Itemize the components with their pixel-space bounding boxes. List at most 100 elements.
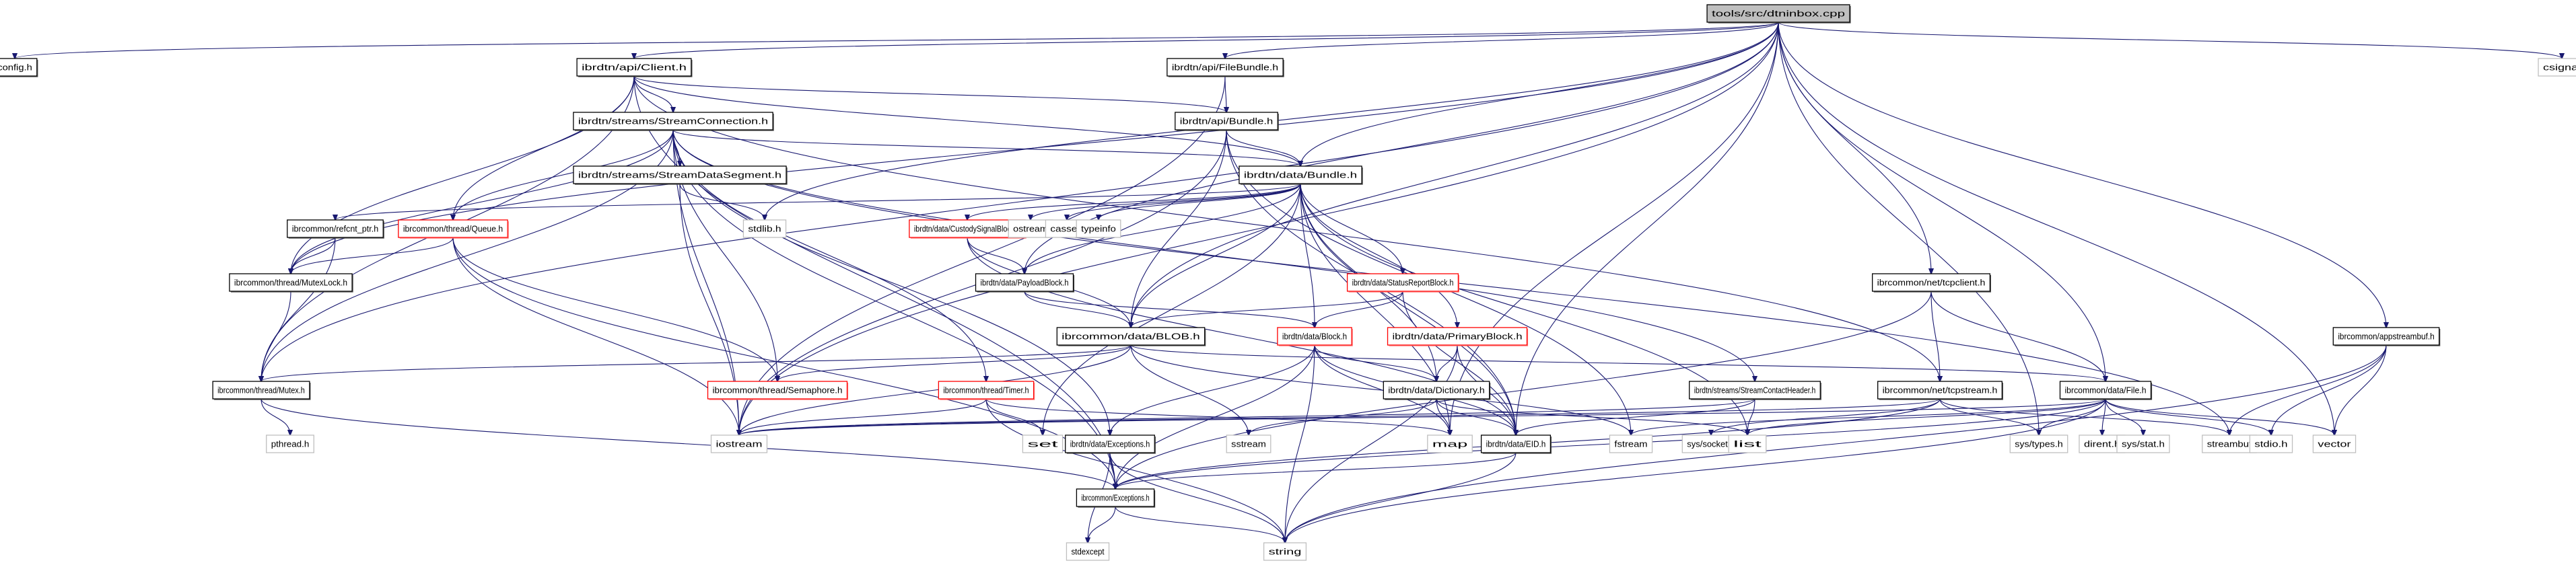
edge-custody-to-eid xyxy=(967,237,1516,435)
node-streamdata[interactable]: ibrdtn/streams/StreamDataSegment.h xyxy=(573,165,788,185)
node-shadow-statusreport xyxy=(1348,275,1459,293)
edge-tcpstream-to-systypes xyxy=(1939,398,2039,435)
node-label-dtnexc: ibrdtn/data/Exceptions.h xyxy=(1070,439,1150,449)
node-label-stdlib: stdlib.h xyxy=(748,224,781,234)
node-box-client xyxy=(576,58,692,77)
edge-client-to-commonexc xyxy=(633,75,1115,489)
node-tcpstream[interactable]: ibrcommon/net/tcpstream.h xyxy=(1877,381,2003,400)
node-box-stdexcept xyxy=(1066,542,1110,561)
node-shadow-dictionary xyxy=(1385,383,1491,400)
node-appstreambuf[interactable]: ibrcommon/appstreambuf.h xyxy=(2332,327,2441,346)
edge-root-to-systypes xyxy=(1778,22,2039,435)
node-label-apibundle: ibrdtn/api/Bundle.h xyxy=(1180,116,1273,126)
node-filebundle[interactable]: ibrdtn/api/FileBundle.h xyxy=(1167,58,1284,77)
node-timer[interactable]: ibrcommon/thread/Timer.h xyxy=(938,381,1035,400)
edge-blob-to-semaphore xyxy=(777,344,1132,381)
node-shadow-primary xyxy=(1389,329,1529,346)
node-blob[interactable]: ibrcommon/data/BLOB.h xyxy=(1056,327,1206,346)
node-contacthdr[interactable]: ibrdtn/streams/StreamContactHeader.h xyxy=(1689,381,1821,400)
node-dtnexc[interactable]: ibrdtn/data/Exceptions.h xyxy=(1065,434,1156,454)
edge-databundle-to-custody xyxy=(967,183,1301,220)
node-box-block xyxy=(1277,327,1352,346)
edge-queue-to-mutexlock xyxy=(291,237,454,274)
node-root[interactable]: tools/src/dtninbox.cpp xyxy=(1706,4,1851,24)
node-shadow-databundle xyxy=(1240,167,1363,185)
node-vector: vector xyxy=(2312,434,2357,453)
node-config[interactable]: config.h xyxy=(0,58,38,77)
node-databundle[interactable]: ibrdtn/data/Bundle.h xyxy=(1239,165,1363,185)
node-client[interactable]: ibrdtn/api/Client.h xyxy=(576,58,693,77)
node-mutex[interactable]: ibrcommon/thread/Mutex.h xyxy=(212,381,311,400)
node-box-streamconn xyxy=(573,112,773,130)
node-box-contacthdr xyxy=(1689,381,1821,400)
edge-databundle-to-ostream xyxy=(1031,183,1301,220)
node-label-root: tools/src/dtninbox.cpp xyxy=(1712,9,1845,19)
node-label-queue: ibrcommon/thread/Queue.h xyxy=(403,224,503,234)
node-label-mutexlock: ibrcommon/thread/MutexLock.h xyxy=(234,278,347,288)
edge-root-to-filebundle xyxy=(1225,22,1779,59)
node-pthread: pthread.h xyxy=(266,434,314,453)
node-typeinfo: typeinfo xyxy=(1076,219,1121,238)
edge-primary-to-string xyxy=(1285,344,1458,543)
node-apibundle[interactable]: ibrdtn/api/Bundle.h xyxy=(1175,112,1279,131)
node-list: list xyxy=(1728,434,1767,453)
node-label-tcpstream: ibrcommon/net/tcpstream.h xyxy=(1883,385,1998,395)
node-box-commonexc xyxy=(1076,488,1155,507)
edge-root-to-map xyxy=(1450,22,1779,435)
node-box-apibundle xyxy=(1175,112,1278,130)
node-dictionary[interactable]: ibrdtn/data/Dictionary.h xyxy=(1383,381,1491,400)
edge-databundle-to-blob xyxy=(1131,183,1301,328)
node-refcnt[interactable]: ibrcommon/refcnt_ptr.h xyxy=(287,219,384,239)
edge-databundle-to-payload xyxy=(1024,183,1301,274)
node-box-timer xyxy=(938,381,1035,400)
edge-streamconn-to-mutexlock xyxy=(291,129,674,274)
edge-appstreambuf-to-streambuf xyxy=(2229,344,2387,435)
node-eid[interactable]: ibrdtn/data/EID.h xyxy=(1480,434,1552,454)
node-statusreport[interactable]: ibrdtn/data/StatusReportBlock.h xyxy=(1346,273,1459,293)
edge-commonexc-to-stdexcept xyxy=(1088,506,1116,543)
node-sstream: sstream xyxy=(1226,434,1272,453)
node-streamconn[interactable]: ibrdtn/streams/StreamConnection.h xyxy=(573,112,774,131)
node-queue[interactable]: ibrcommon/thread/Queue.h xyxy=(398,219,509,239)
node-shadow-semaphore xyxy=(709,383,849,400)
node-tcpclient[interactable]: ibrcommon/net/tcpclient.h xyxy=(1871,273,1991,293)
node-sysstat: sys/stat.h xyxy=(2116,434,2170,453)
node-box-file xyxy=(2059,381,2152,400)
node-shadow-block xyxy=(1278,329,1353,346)
node-payload[interactable]: ibrdtn/data/PayloadBlock.h xyxy=(975,273,1075,293)
edge-refcnt-to-mutexlock xyxy=(291,237,336,274)
edge-file-to-list xyxy=(1747,398,2106,435)
edge-blob-to-file xyxy=(1130,344,2105,381)
edge-timer-to-map xyxy=(985,398,1450,435)
node-mutexlock[interactable]: ibrcommon/thread/MutexLock.h xyxy=(229,273,353,293)
node-box-iostream xyxy=(710,434,768,453)
edge-root-to-file xyxy=(1778,22,2105,381)
node-commonexc[interactable]: ibrcommon/Exceptions.h xyxy=(1076,488,1156,508)
node-file[interactable]: ibrcommon/data/File.h xyxy=(2059,381,2153,400)
node-label-systypes: sys/types.h xyxy=(2015,439,2062,449)
node-box-vector xyxy=(2312,434,2357,453)
node-block[interactable]: ibrdtn/data/Block.h xyxy=(1277,327,1353,346)
node-label-stdio: stdio.h xyxy=(2254,439,2287,449)
edge-dtnexc-to-string xyxy=(1109,452,1285,543)
edge-apibundle-to-databundle xyxy=(1226,129,1300,166)
node-primary[interactable]: ibrdtn/data/PrimaryBlock.h xyxy=(1387,327,1529,346)
edge-mutex-to-commonexc xyxy=(260,398,1115,489)
node-label-databundle: ibrdtn/data/Bundle.h xyxy=(1244,170,1357,180)
node-box-custody xyxy=(909,219,1026,238)
edge-databundle-to-list xyxy=(1300,183,1747,435)
node-label-semaphore: ibrcommon/thread/Semaphore.h xyxy=(713,385,843,395)
node-label-list: list xyxy=(1733,439,1762,449)
edge-apibundle-to-blob xyxy=(1131,129,1227,328)
node-box-stdlib xyxy=(742,219,787,238)
node-streambuf: streambuf xyxy=(2202,434,2257,453)
edge-file-to-sysstat xyxy=(2105,398,2143,435)
node-box-dictionary xyxy=(1383,381,1490,400)
edge-file-to-iostream xyxy=(739,398,2106,435)
node-box-eid xyxy=(1480,434,1552,453)
node-semaphore[interactable]: ibrcommon/thread/Semaphore.h xyxy=(707,381,849,400)
node-label-dictionary: ibrdtn/data/Dictionary.h xyxy=(1388,385,1484,395)
node-csignal: csignal xyxy=(2538,58,2576,77)
edge-client-to-databundle xyxy=(633,75,1300,166)
